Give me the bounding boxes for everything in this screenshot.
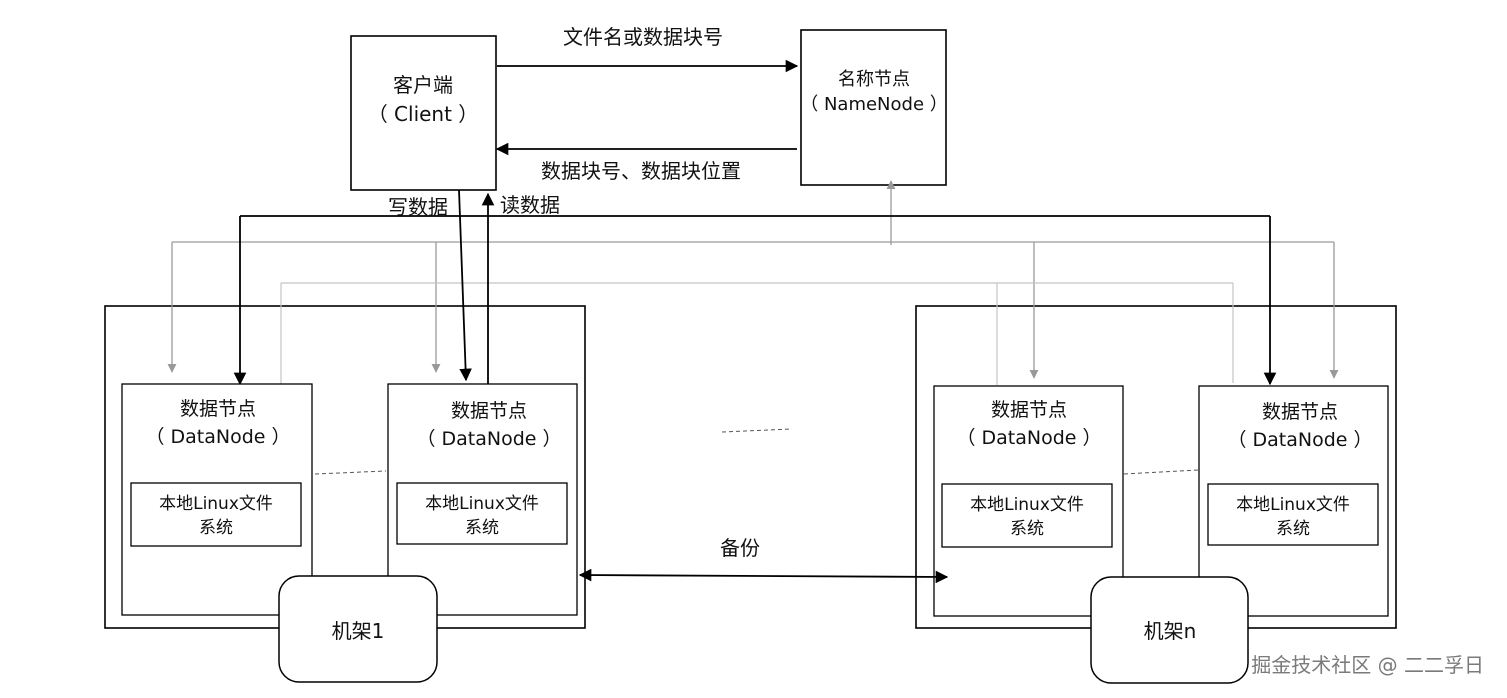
arrow-backup xyxy=(578,568,949,584)
client-node: 客户端 （ Client ） xyxy=(350,35,497,191)
datanode-sublabel: （ DataNode ） xyxy=(145,426,290,448)
datanode-sublabel: （ DataNode ） xyxy=(416,428,561,450)
client-sublabel: （ Client ） xyxy=(368,102,479,126)
local-linux-fs xyxy=(130,482,302,547)
local-fs-label-line1: 本地Linux文件 xyxy=(159,494,273,514)
arrow-write-data xyxy=(458,189,472,382)
rack-1-label: 机架1 xyxy=(278,575,438,683)
label-block-response: 数据块号、数据块位置 xyxy=(541,159,741,183)
label-read-data: 读数据 xyxy=(500,193,560,217)
label-backup: 备份 xyxy=(720,536,760,560)
local-fs-label-line2: 系统 xyxy=(1276,519,1310,539)
datanode-label: 数据节点 xyxy=(1262,401,1338,423)
local-linux-fs xyxy=(396,482,568,545)
local-fs-label-line1: 本地Linux文件 xyxy=(425,494,539,514)
dashed-continuation-rack1 xyxy=(314,470,387,475)
datanode-report-lines xyxy=(167,180,1339,385)
label-write-data: 写数据 xyxy=(388,195,448,219)
datanode-3: 数据节点 （ DataNode ） 本地Linux文件 系统 xyxy=(933,385,1124,617)
local-fs-label-line2: 系统 xyxy=(1010,519,1044,539)
namenode-node: 名称节点 （ NameNode ） xyxy=(800,29,948,186)
datanode-sublabel: （ DataNode ） xyxy=(956,427,1101,449)
watermark: 掘金技术社区 @ 二二孚日 xyxy=(1251,653,1484,677)
local-fs-label-line2: 系统 xyxy=(465,518,499,538)
label-file-request: 文件名或数据块号 xyxy=(563,25,723,49)
svg-text:机架1: 机架1 xyxy=(332,619,385,643)
data-flow-lines xyxy=(233,189,1277,388)
client-label: 客户端 xyxy=(393,73,453,97)
local-fs-label-line1: 本地Linux文件 xyxy=(970,495,1084,515)
datanode-1: 数据节点 （ DataNode ） 本地Linux文件 系统 xyxy=(121,383,313,616)
datanode-label: 数据节点 xyxy=(180,398,256,420)
svg-text:机架n: 机架n xyxy=(1144,619,1197,643)
local-linux-fs xyxy=(1207,483,1379,546)
dashed-continuation-rackn xyxy=(1123,469,1199,475)
namenode-sublabel: （ NameNode ） xyxy=(800,94,948,115)
local-linux-fs xyxy=(941,483,1113,548)
namenode-label: 名称节点 xyxy=(838,69,910,90)
datanode-sublabel: （ DataNode ） xyxy=(1227,429,1372,451)
dashed-continuation-middle xyxy=(721,428,793,433)
datanode-label: 数据节点 xyxy=(991,399,1067,421)
local-fs-label-line2: 系统 xyxy=(199,518,233,538)
local-fs-label-line1: 本地Linux文件 xyxy=(1236,495,1350,515)
datanode-label: 数据节点 xyxy=(451,400,527,422)
rack-n-label: 机架n xyxy=(1090,576,1249,684)
